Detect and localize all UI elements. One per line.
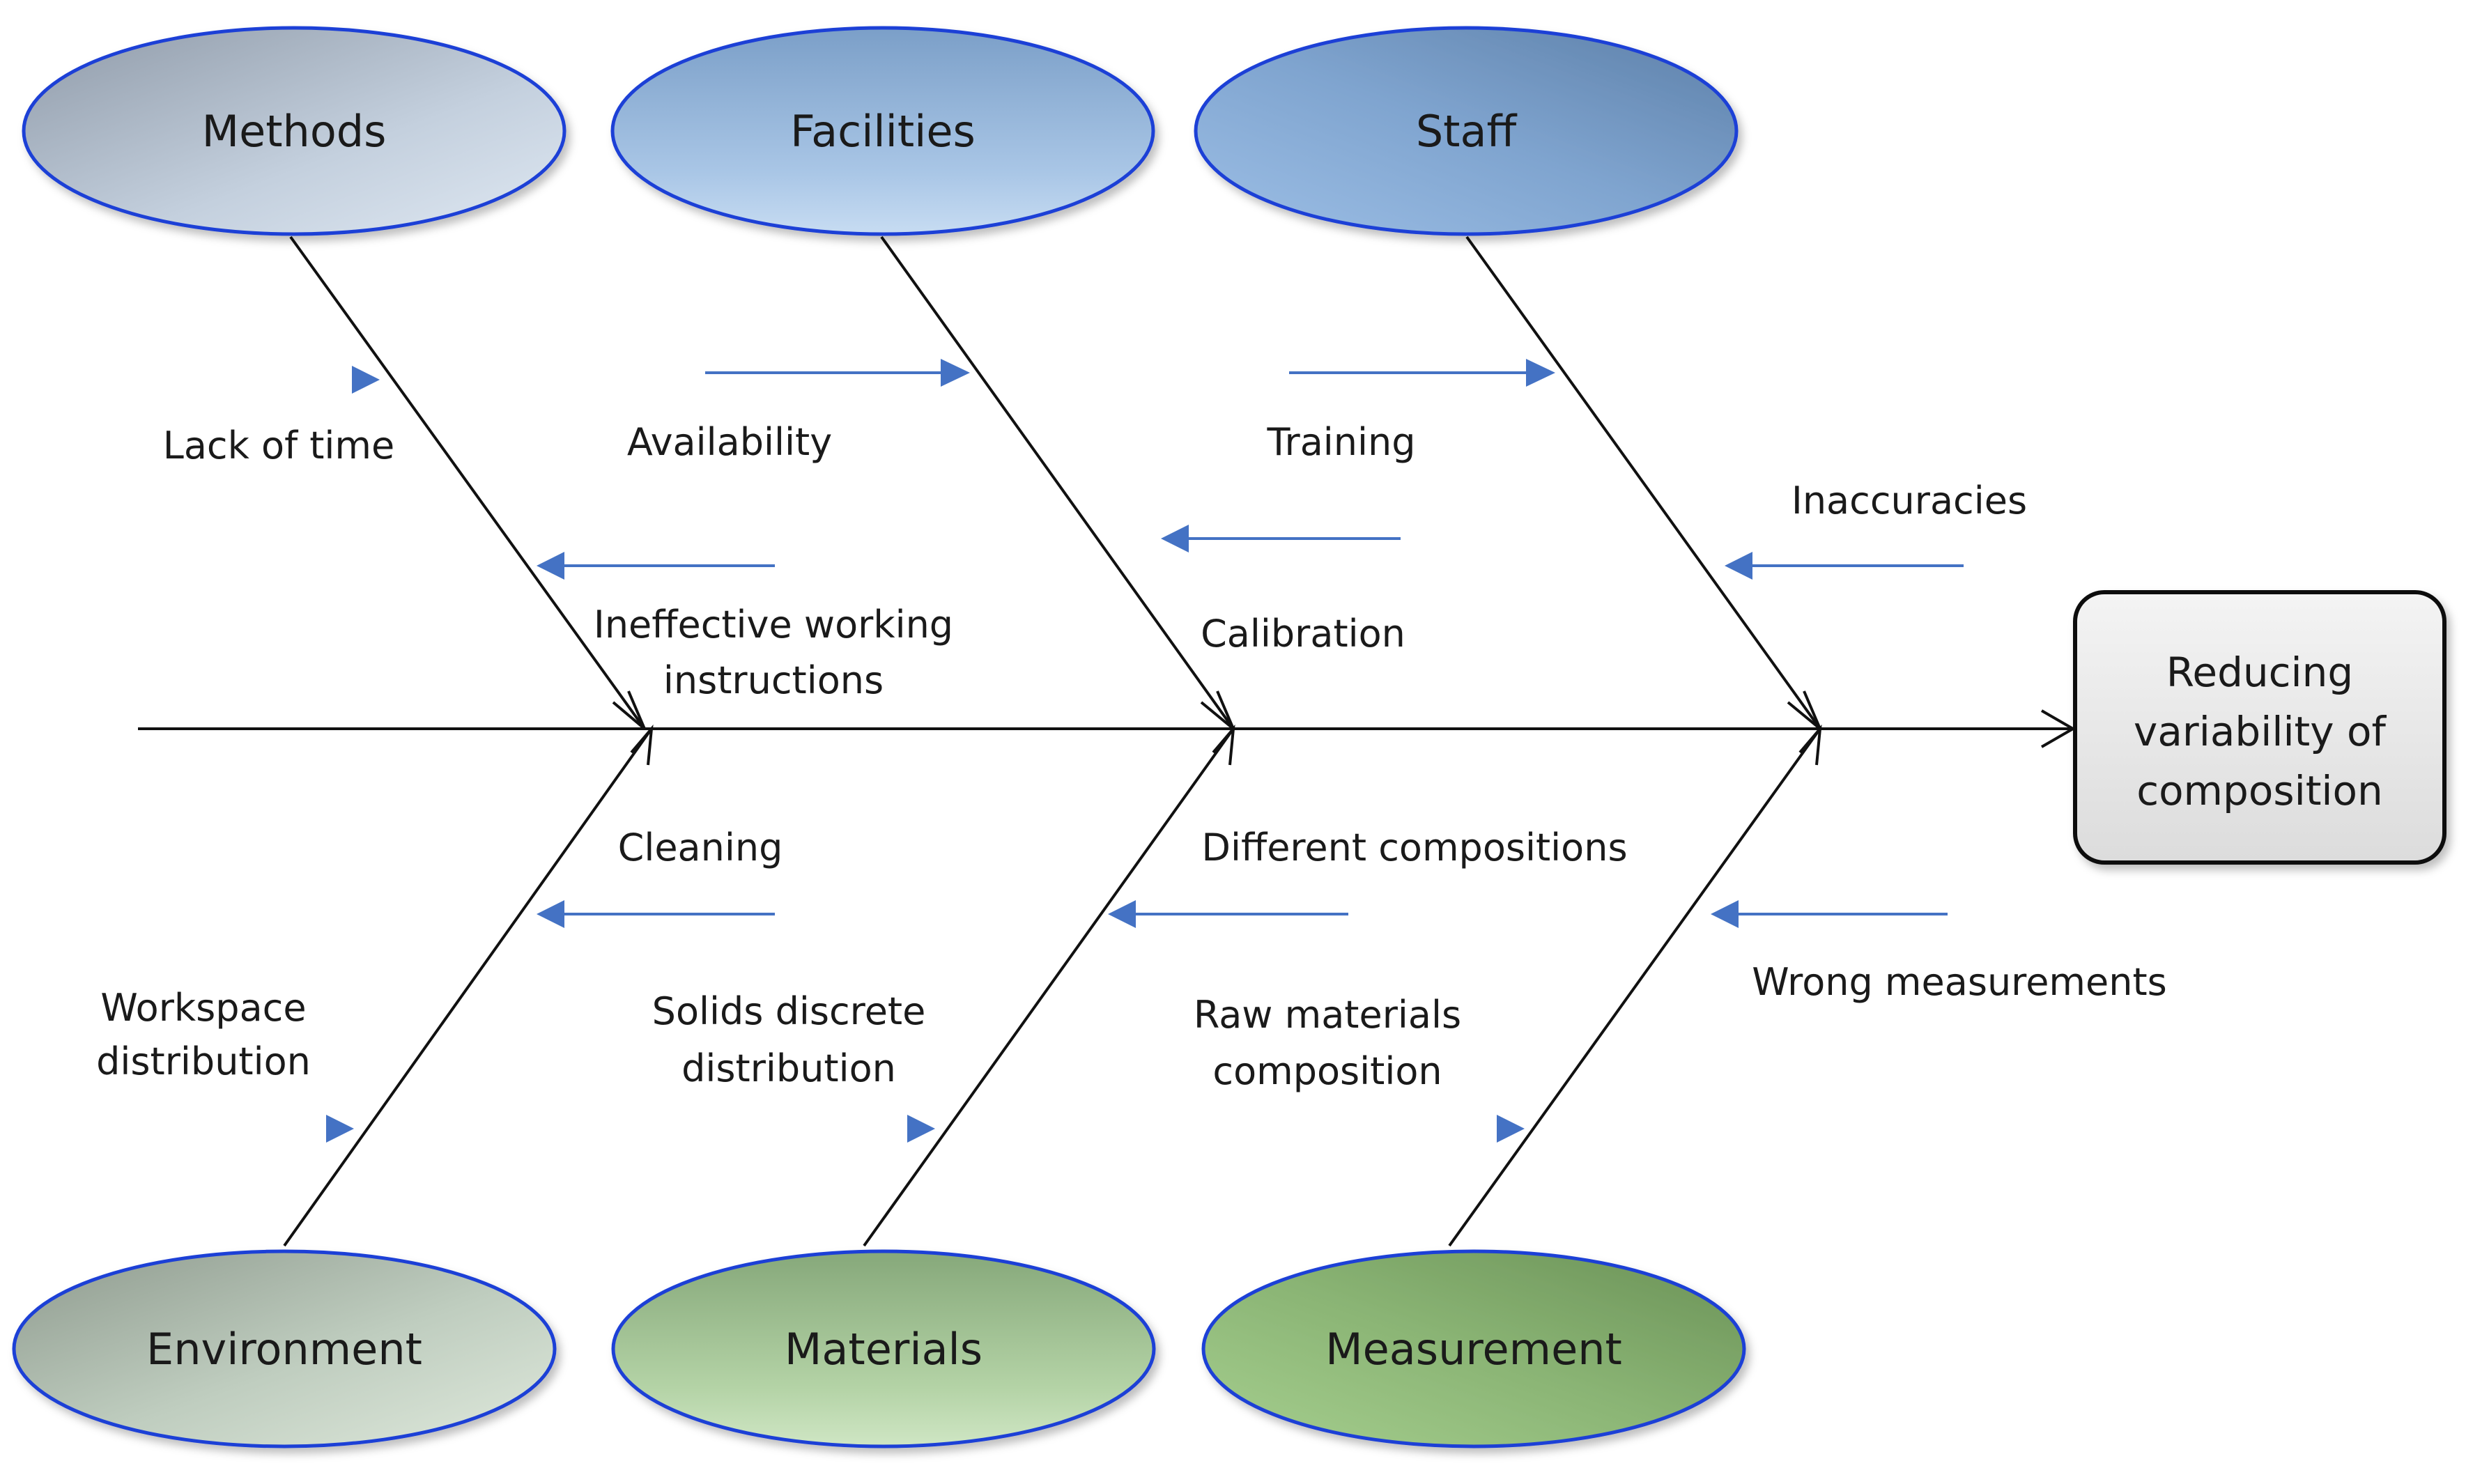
effect-label-line-2: variability of: [2134, 708, 2387, 755]
cause-inaccuracies: Inaccuracies: [1791, 479, 2027, 523]
arrow-calibration: [1161, 525, 1401, 552]
arrow-training: [1289, 359, 1555, 387]
category-label-measurement: Measurement: [1325, 1324, 1622, 1375]
cause-different-compositions: Different compositions: [1201, 826, 1627, 869]
arrow-workspace-distribution: [326, 1115, 354, 1143]
bone-facilities: [880, 235, 1235, 730]
cause-ineffective-line-1: Ineffective working: [594, 603, 953, 647]
category-methods: Methods: [22, 26, 567, 236]
bone-staff: [1465, 235, 1821, 730]
cause-availability: Availability: [627, 420, 832, 464]
cause-wrong-measurements: Wrong measurements: [1752, 960, 2167, 1004]
cause-arrows: [326, 359, 1964, 1143]
cause-cleaning: Cleaning: [618, 826, 783, 869]
category-label-staff: Staff: [1416, 106, 1518, 157]
effect-label-line-1: Reducing: [2166, 649, 2354, 696]
cause-workspace-line-1: Workspace: [100, 986, 306, 1030]
arrow-wrong-measurements: [1711, 900, 1948, 928]
arrow-lack-of-time: [352, 366, 380, 394]
cause-lack-of-time: Lack of time: [163, 424, 395, 467]
arrow-availability: [705, 359, 970, 387]
bone-measurement: [1448, 724, 1822, 1247]
arrow-ineffective-working-instructions: [537, 552, 775, 580]
category-materials: Materials: [611, 1249, 1156, 1448]
spine: [138, 709, 2076, 748]
category-staff: Staff: [1194, 26, 1739, 236]
effect-box: Reducing variability of composition: [2073, 590, 2446, 865]
arrow-inaccuracies: [1725, 552, 1964, 580]
category-measurement: Measurement: [1201, 1249, 1746, 1448]
category-label-methods: Methods: [202, 106, 387, 157]
category-label-environment: Environment: [146, 1324, 422, 1375]
cause-raw-line-2: composition: [1212, 1049, 1442, 1093]
bone-environment: [283, 724, 654, 1247]
category-facilities: Facilities: [610, 26, 1155, 236]
cause-training: Training: [1266, 420, 1415, 464]
cause-ineffective-line-2: instructions: [663, 658, 884, 702]
category-environment: Environment: [12, 1249, 557, 1448]
cause-calibration: Calibration: [1201, 612, 1405, 656]
category-label-materials: Materials: [785, 1324, 982, 1375]
arrow-raw-materials-composition: [1497, 1115, 1525, 1143]
category-label-facilities: Facilities: [790, 106, 976, 157]
arrow-cleaning: [537, 900, 775, 928]
cause-solids-line-2: distribution: [681, 1046, 896, 1090]
arrow-solids-discrete-distribution: [907, 1115, 935, 1143]
cause-raw-line-1: Raw materials: [1194, 993, 1461, 1037]
bone-materials: [863, 724, 1235, 1247]
arrow-different-compositions: [1108, 900, 1348, 928]
cause-labels: Lack of time Ineffective working instruc…: [96, 420, 2167, 1093]
cause-solids-line-1: Solids discrete: [652, 989, 926, 1033]
bone-methods: [289, 235, 646, 730]
cause-workspace-line-2: distribution: [96, 1039, 311, 1083]
effect-label-line-3: composition: [2136, 767, 2383, 814]
